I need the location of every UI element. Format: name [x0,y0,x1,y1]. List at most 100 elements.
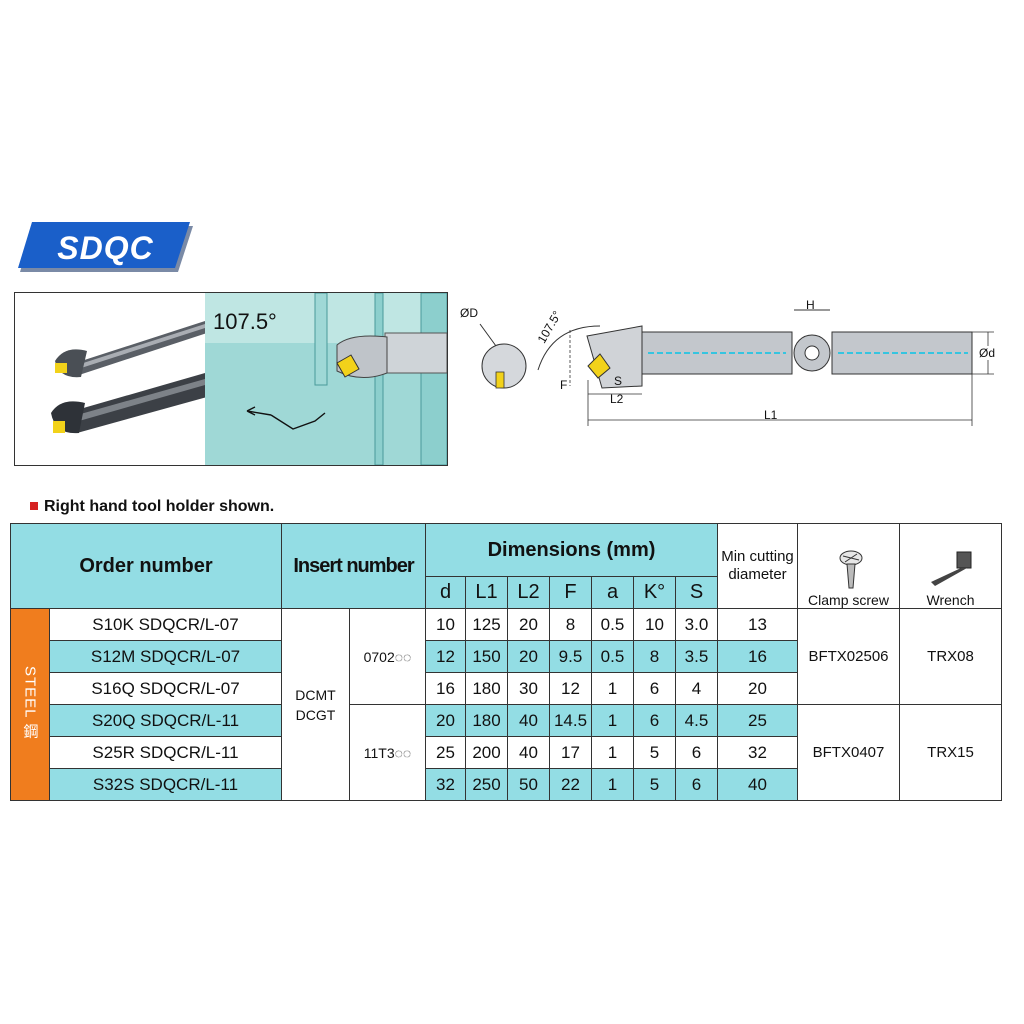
cell-L2: 20 [507,640,550,673]
cell-d: 32 [425,768,466,801]
dim-L2-label: L2 [610,392,624,406]
cell-F: 9.5 [549,640,592,673]
cell-min-diameter: 20 [717,672,798,705]
order-number-cell: S25R SDQCR/L-11 [49,736,282,769]
cell-a: 1 [591,672,634,705]
cell-min-diameter: 32 [717,736,798,769]
spec-table: Order number Insert number Dimensions (m… [10,523,1002,801]
wrench-icon [930,551,971,586]
tool-photo-illustration [51,293,447,465]
hand-note: Right hand tool holder shown. [30,498,274,516]
table-row: S25R SDQCR/L-11 25 200 40 17 1 5 6 32 [11,736,1002,769]
insert-type-cell: DCMT DCGT [281,608,350,801]
order-number-cell: S20Q SDQCR/L-11 [49,704,282,737]
cell-d: 16 [425,672,466,705]
dim-L1-label: L1 [764,408,778,422]
cell-a: 0.5 [591,608,634,641]
cell-S: 3.0 [675,608,718,641]
cell-L2: 40 [507,736,550,769]
material-label-text: STEEL 鋼 [21,665,39,740]
dim-H-label: H [806,298,815,312]
cell-F: 12 [549,672,592,705]
cell-a: 1 [591,768,634,801]
table-row: S16Q SDQCR/L-07 16 180 30 12 1 6 4 20 [11,672,1002,705]
cell-L1: 125 [465,608,508,641]
table-row: S20Q SDQCR/L-11 11T3◌◌ 20 180 40 14.5 1 … [11,704,1002,801]
cell-L1: 200 [465,736,508,769]
header-min-cutting-diameter: Min cutting diameter [717,523,798,609]
insert-code-cell: 0702◌◌ [349,608,426,705]
table-row: S12M SDQCR/L-07 12 150 20 9.5 0.5 8 3.5 … [11,640,1002,673]
cell-d: 12 [425,640,466,673]
cut-angle-label: 107.5° [213,309,277,334]
product-photo: 107.5° [14,292,448,466]
bullet-square-icon [30,502,38,510]
cell-S: 4 [675,672,718,705]
order-number-cell: S12M SDQCR/L-07 [49,640,282,673]
header-clamp-screw: Clamp screw [797,523,900,609]
wrench-cell: TRX08 [899,608,1002,705]
cell-K: 5 [633,768,676,801]
cell-d: 10 [425,608,466,641]
header-insert-number: Insert number [281,523,426,609]
dim-col-F: F [549,576,592,609]
cell-F: 8 [549,608,592,641]
technical-drawing: ØD 107.5° F S L2 L1 H Ød [452,296,1000,438]
cell-K: 10 [633,608,676,641]
insert-code-cell: 11T3◌◌ [349,704,426,801]
cell-F: 17 [549,736,592,769]
table-row: STEEL 鋼 S10K SDQCR/L-07 DCMT DCGT 0702◌◌… [10,608,1002,801]
cell-a: 1 [591,704,634,737]
table-row: S32S SDQCR/L-11 32 250 50 22 1 5 6 40 [11,768,1002,801]
dim-col-L1: L1 [465,576,508,609]
dim-d-label: Ød [979,346,996,360]
cell-S: 6 [675,736,718,769]
cell-L1: 150 [465,640,508,673]
cell-d: 20 [425,704,466,737]
wrench-cell: TRX15 [899,704,1002,801]
cell-d: 25 [425,736,466,769]
tool-dimension-drawing [479,309,994,426]
cell-L1: 180 [465,672,508,705]
header-dimensions: Dimensions (mm) [425,523,718,577]
cell-L2: 40 [507,704,550,737]
clamp-screw-cell: BFTX0407 [797,704,900,801]
dim-F-label: F [560,378,568,392]
material-label: STEEL 鋼 [10,608,50,801]
cell-L1: 250 [465,768,508,801]
cell-L2: 50 [507,768,550,801]
dim-col-a: a [591,576,634,609]
insert-type-dcmt: DCMT [295,686,336,703]
clamp-screw-cell: BFTX02506 [797,608,900,705]
dim-D-label: ØD [460,306,478,320]
header-order-number: Order number [10,523,282,609]
dim-S-label: S [614,374,623,388]
cell-min-diameter: 13 [717,608,798,641]
header-wrench: Wrench [899,523,1002,609]
order-number-cell: S16Q SDQCR/L-07 [49,672,282,705]
cell-S: 6 [675,768,718,801]
cell-F: 22 [549,768,592,801]
cell-L2: 20 [507,608,550,641]
dim-col-S: S [675,576,718,609]
badge-label: SDQC [57,230,154,266]
screw-icon [839,550,862,589]
cell-a: 0.5 [591,640,634,673]
dim-col-d: d [425,576,466,609]
cell-S: 4.5 [675,704,718,737]
dim-col-K: K° [633,576,676,609]
order-number-cell: S10K SDQCR/L-07 [49,608,282,641]
cell-S: 3.5 [675,640,718,673]
badge-shape [18,222,193,272]
cell-F: 14.5 [549,704,592,737]
cell-K: 6 [633,704,676,737]
hand-note-text: Right hand tool holder shown. [44,498,275,515]
cell-min-diameter: 40 [717,768,798,801]
series-badge: SDQC [18,222,193,274]
dim-col-L2: L2 [507,576,550,609]
cell-min-diameter: 16 [717,640,798,673]
cell-K: 6 [633,672,676,705]
cell-K: 8 [633,640,676,673]
cell-L1: 180 [465,704,508,737]
cell-K: 5 [633,736,676,769]
